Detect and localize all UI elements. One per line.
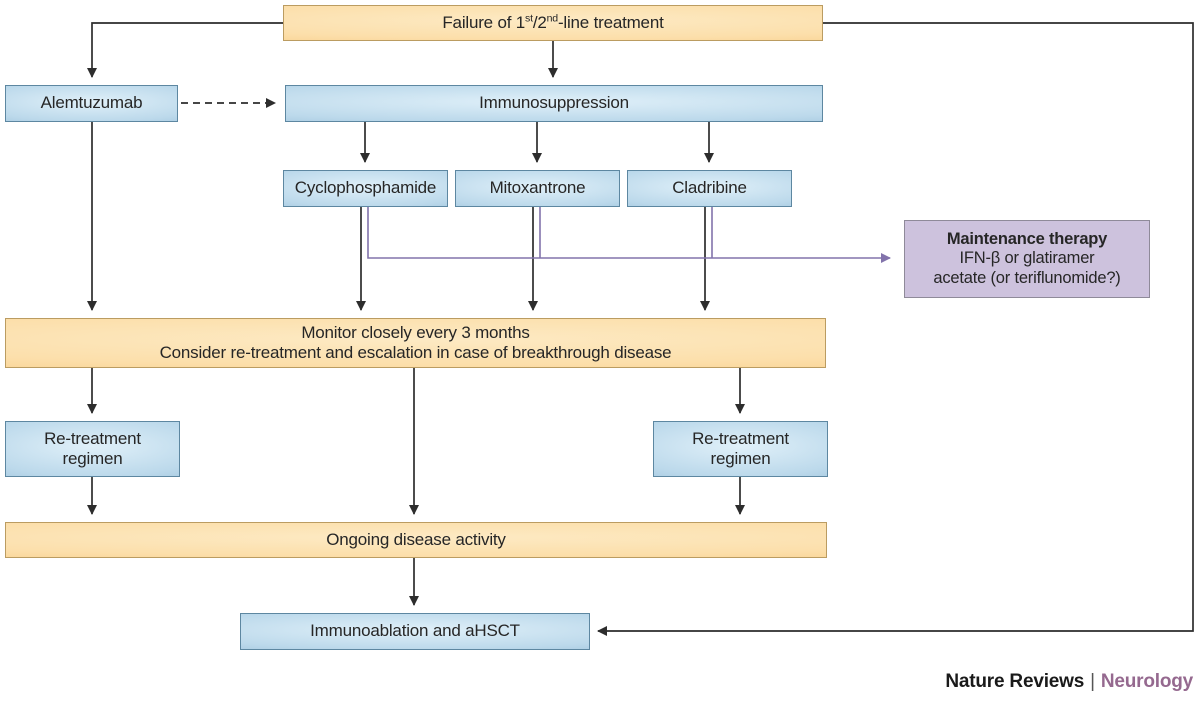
node-retreatment-right-label: Re-treatment regimen: [692, 428, 789, 468]
node-maintenance-line1: IFN-β or glatiramer: [959, 249, 1095, 268]
node-failure-of-treatment: Failure of 1st/2nd-line treatment: [283, 5, 823, 41]
node-ongoing-label: Ongoing disease activity: [326, 529, 506, 549]
node-retreatment-left-label: Re-treatment regimen: [44, 428, 141, 468]
connector-drugs-to-maintenance: [367, 207, 891, 263]
node-alemtuzumab-label: Alemtuzumab: [40, 93, 143, 113]
node-maintenance-therapy: Maintenance therapy IFN-β or glatiramer …: [904, 220, 1150, 298]
node-failure-label: Failure of 1st/2nd-line treatment: [442, 12, 664, 32]
publisher-name: Nature Reviews: [945, 671, 1085, 692]
node-cladribine-label: Cladribine: [672, 178, 747, 198]
connector-failure-to-alemtuzumab: [87, 22, 283, 78]
node-retreatment-regimen-right: Re-treatment regimen: [653, 421, 828, 477]
node-monitor-closely: Monitor closely every 3 months Consider …: [5, 318, 826, 368]
node-mitoxantrone: Mitoxantrone: [455, 170, 620, 207]
journal-credit: Nature Reviews|Neurology: [945, 671, 1193, 693]
node-cladribine: Cladribine: [627, 170, 792, 207]
node-immunoablation-ahsct: Immunoablation and aHSCT: [240, 613, 590, 650]
node-mitoxantrone-label: Mitoxantrone: [489, 178, 586, 198]
node-immunosuppression: Immunosuppression: [285, 85, 823, 122]
node-immunosuppression-label: Immunosuppression: [479, 93, 629, 113]
node-monitor-line2: Consider re-treatment and escalation in …: [159, 343, 672, 362]
node-monitor-line1: Monitor closely every 3 months: [301, 322, 530, 342]
node-maintenance-title: Maintenance therapy: [946, 229, 1108, 248]
credit-separator: |: [1090, 671, 1095, 692]
node-alemtuzumab: Alemtuzumab: [5, 85, 178, 122]
journal-name: Neurology: [1100, 671, 1193, 692]
node-retreatment-regimen-left: Re-treatment regimen: [5, 421, 180, 477]
node-cyclophosphamide: Cyclophosphamide: [283, 170, 448, 207]
node-maintenance-line2: acetate (or teriflunomide?): [933, 268, 1121, 287]
node-immunoablation-label: Immunoablation and aHSCT: [310, 621, 520, 641]
node-cyclophosphamide-label: Cyclophosphamide: [294, 178, 437, 198]
node-ongoing-disease-activity: Ongoing disease activity: [5, 522, 827, 558]
